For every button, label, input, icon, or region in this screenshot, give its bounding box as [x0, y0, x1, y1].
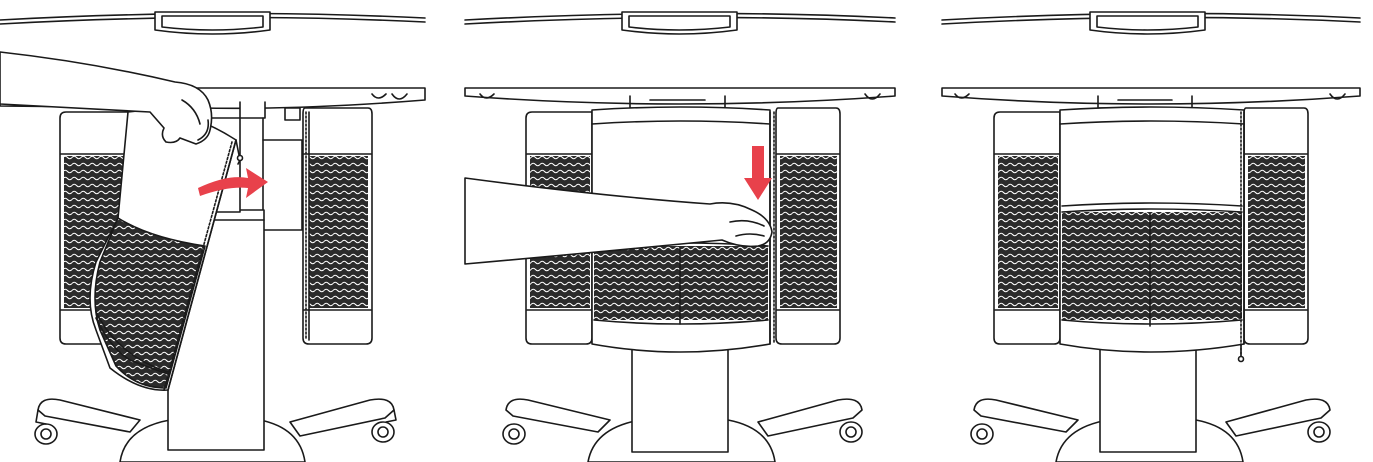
panel-step-1 [0, 11, 426, 462]
storage-bag-right [775, 107, 841, 345]
zipper-sleeve-swinging [89, 109, 244, 391]
curved-arrow-icon [198, 168, 268, 198]
storage-bag-left [993, 111, 1061, 345]
desk-top [464, 11, 896, 109]
storage-bag-right [302, 107, 373, 345]
center-column [1099, 339, 1197, 453]
zipper-pull [1237, 355, 1245, 363]
storage-bag-right [1243, 107, 1309, 345]
down-arrow-icon [744, 146, 772, 200]
center-column [631, 339, 729, 453]
hand-holding-sleeve [0, 51, 213, 145]
zipper-sleeve-closed [1059, 106, 1245, 363]
panel-step-3 [941, 11, 1361, 462]
panel-step-2 [464, 11, 896, 462]
desk-top [941, 11, 1361, 109]
hand-pulling-zipper [464, 177, 773, 265]
